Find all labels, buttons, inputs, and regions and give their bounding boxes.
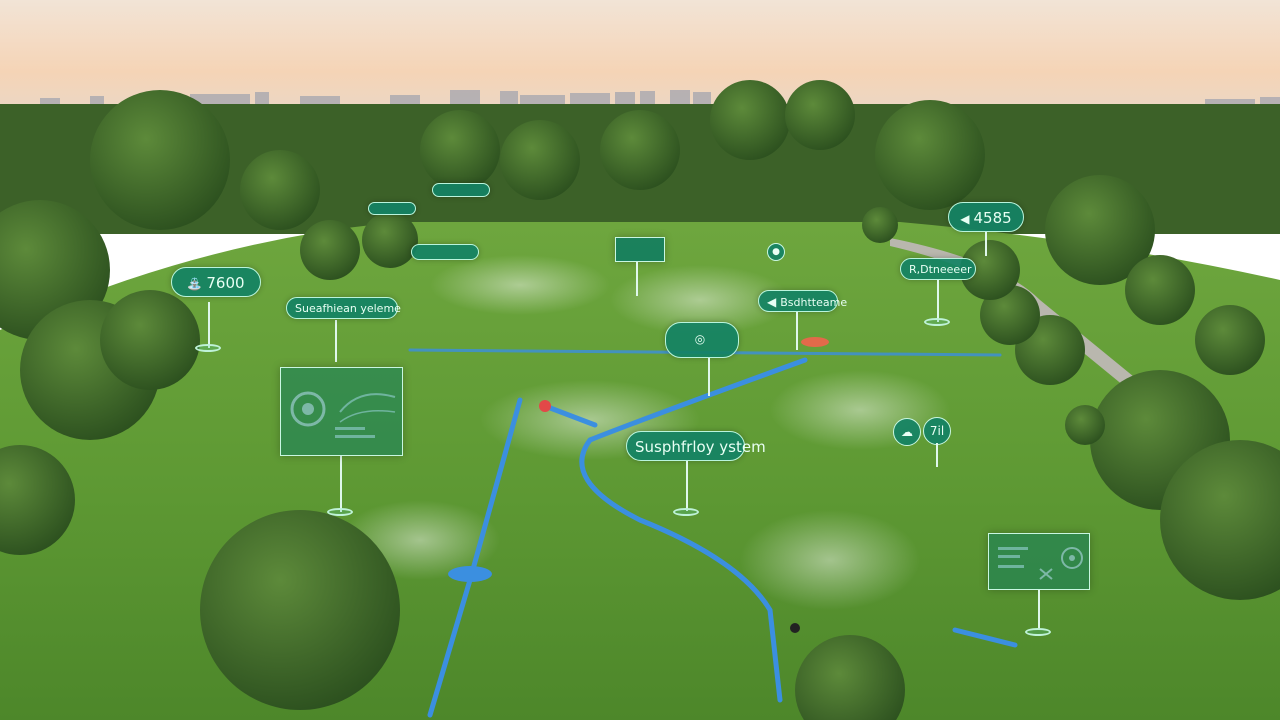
signal-button[interactable]: 7il <box>923 417 951 445</box>
small-marker[interactable]: ● <box>767 243 785 261</box>
top-center-panel[interactable] <box>615 237 665 262</box>
panel-left-ring <box>327 508 353 516</box>
system-left-stem <box>335 320 337 362</box>
value-right-tag[interactable]: ◀4585 <box>948 202 1024 232</box>
trees <box>0 80 1280 720</box>
sensor-icon: ◎ <box>694 332 706 346</box>
right-tag-stem <box>937 280 939 322</box>
gauge-left-ring <box>195 344 221 352</box>
right-tag-ring <box>924 318 950 326</box>
faucet-icon: ⛲ <box>187 277 203 291</box>
panel-left-stem <box>340 456 342 512</box>
top-center-panel-stem <box>636 262 638 296</box>
gauge-left-stem <box>208 302 210 348</box>
right-tag[interactable]: R,Dtneeeer <box>900 258 976 280</box>
top-left-small-tag[interactable] <box>368 202 416 215</box>
system-left-tag[interactable]: Sueafhiean yeleme <box>286 297 401 319</box>
panel-right-ring <box>1025 628 1051 636</box>
mid-right-stem <box>796 312 798 350</box>
gauge-left-tag[interactable]: ⛲7600 <box>171 267 261 297</box>
system-center-stem <box>686 461 688 511</box>
cloud-rain-icon[interactable]: ☁ <box>893 418 921 446</box>
panel-right[interactable] <box>988 533 1090 590</box>
top-center-small-tag[interactable] <box>432 183 490 197</box>
value-right-stem <box>985 232 987 256</box>
sprinkler-sprays <box>340 255 950 610</box>
center-status-tag[interactable]: ◎ <box>665 322 739 358</box>
center-status-stem <box>708 358 710 396</box>
system-center-ring <box>673 508 699 516</box>
signal-stem <box>936 443 938 467</box>
mid-right-tag[interactable]: ◀Bsdhtteame <box>758 290 847 312</box>
top-left-second-tag[interactable] <box>411 244 479 260</box>
speaker-icon: ◀ <box>767 295 777 309</box>
system-center-tag[interactable]: Susphfrloy ystem <box>626 431 766 461</box>
sprinkler-heads <box>448 337 829 633</box>
speaker-icon: ◀ <box>960 212 970 226</box>
panel-right-stem <box>1038 590 1040 630</box>
footpath <box>890 238 1150 395</box>
panel-left[interactable] <box>280 367 403 456</box>
